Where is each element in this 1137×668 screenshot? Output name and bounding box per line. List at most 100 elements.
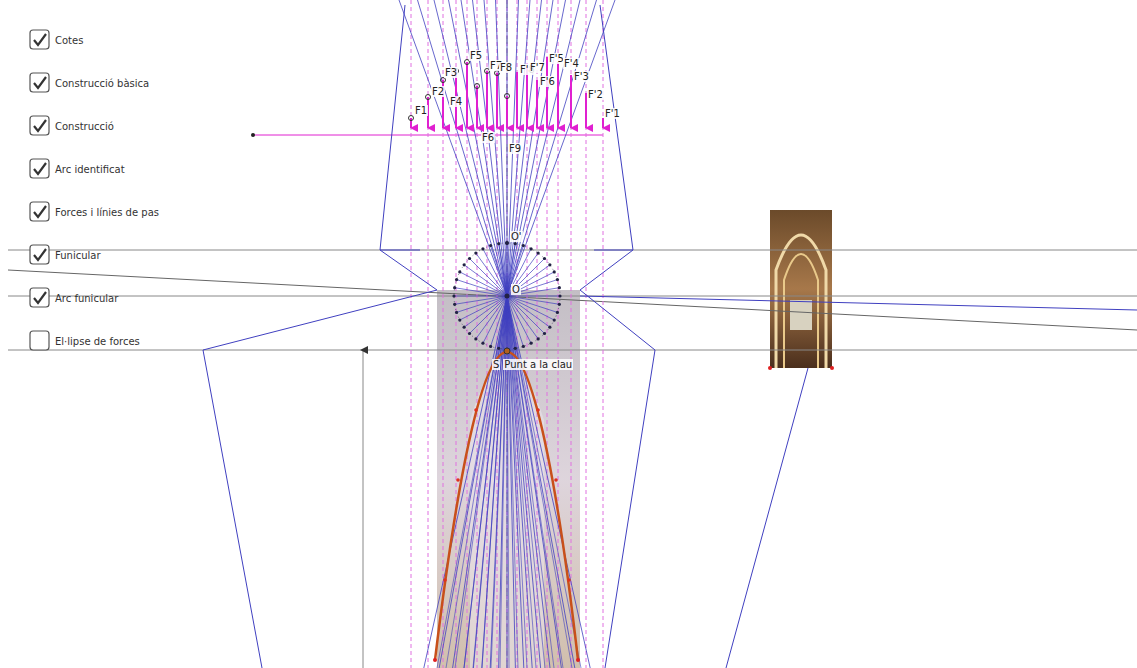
construction-line bbox=[507, 246, 523, 296]
circle-point bbox=[556, 278, 559, 281]
checkbox bbox=[30, 288, 49, 307]
force-point bbox=[475, 84, 480, 89]
force-point bbox=[441, 78, 446, 83]
construction-line bbox=[437, 296, 507, 668]
construction-line bbox=[464, 265, 507, 296]
checkmark bbox=[34, 249, 46, 260]
construction-line bbox=[476, 253, 507, 296]
point-label: S bbox=[492, 359, 500, 370]
construction-line bbox=[507, 296, 515, 348]
construction-line bbox=[507, 249, 531, 296]
checkmark bbox=[34, 206, 46, 217]
construction-line bbox=[594, 250, 633, 251]
funicular-arch bbox=[435, 352, 578, 660]
construction-line bbox=[455, 296, 507, 668]
dashed-line bbox=[586, 0, 587, 668]
force-arrow bbox=[466, 62, 468, 128]
checkmark bbox=[34, 120, 46, 131]
point bbox=[251, 133, 255, 137]
construction-line bbox=[464, 296, 507, 668]
construction-line bbox=[484, 0, 507, 296]
construction-line bbox=[454, 296, 507, 297]
force-arrow bbox=[496, 73, 498, 128]
construction-line bbox=[380, 5, 405, 250]
construction-line bbox=[460, 272, 507, 296]
vault-photo bbox=[437, 290, 580, 668]
construction-line bbox=[449, 0, 508, 296]
small-photo bbox=[768, 210, 834, 370]
construction-line bbox=[580, 296, 1137, 310]
construction-line bbox=[507, 0, 615, 296]
force-circle bbox=[454, 243, 560, 349]
circle-point bbox=[548, 326, 551, 329]
checkmark bbox=[34, 34, 46, 45]
point bbox=[505, 241, 509, 245]
construction-line bbox=[380, 250, 420, 251]
checkbox bbox=[30, 73, 49, 92]
point-label: F5 bbox=[469, 50, 483, 61]
construction-line bbox=[203, 290, 437, 350]
point-label: F'4 bbox=[563, 58, 580, 69]
checkbox bbox=[30, 245, 49, 264]
checkbox-label: Cotes bbox=[55, 35, 83, 46]
force-arrow bbox=[526, 66, 528, 128]
construction-line bbox=[507, 296, 590, 668]
construction-line bbox=[507, 296, 560, 297]
force-point bbox=[426, 95, 431, 100]
checkbox-label: Construcció bbox=[55, 121, 114, 132]
construction-line bbox=[499, 244, 507, 296]
dashed-line bbox=[571, 0, 572, 668]
force-point bbox=[409, 116, 414, 121]
checkbox bbox=[30, 30, 49, 49]
construction-line bbox=[507, 0, 597, 296]
point-label: O' bbox=[510, 231, 523, 242]
force-arrow bbox=[410, 118, 412, 128]
construction-line bbox=[476, 296, 507, 339]
checkmark bbox=[34, 163, 46, 174]
construction-line bbox=[507, 296, 557, 312]
construction-line bbox=[457, 296, 507, 312]
circle-point bbox=[522, 345, 525, 348]
circle-point bbox=[452, 294, 455, 297]
dashed-line bbox=[507, 0, 508, 668]
construction-line bbox=[496, 0, 508, 296]
construction-line bbox=[457, 280, 507, 296]
key-point bbox=[504, 348, 510, 354]
construction-line bbox=[470, 296, 507, 333]
reference-line bbox=[363, 350, 364, 668]
construction-line bbox=[507, 296, 541, 668]
circle-point bbox=[468, 257, 471, 260]
checkbox-label: El·lipse de forces bbox=[55, 336, 140, 347]
construction-line bbox=[507, 296, 575, 668]
point-label: F'1 bbox=[604, 108, 621, 119]
point-label: F1 bbox=[414, 105, 428, 116]
force-arrow bbox=[516, 72, 518, 128]
construction-line bbox=[507, 296, 572, 668]
force-arrow bbox=[536, 80, 538, 128]
construction-line bbox=[507, 259, 544, 296]
circle-point bbox=[522, 244, 525, 247]
construction-line bbox=[483, 296, 507, 343]
construction-lines bbox=[8, 0, 1137, 668]
arch-point bbox=[443, 578, 447, 582]
dashed-line bbox=[603, 0, 604, 668]
force-arrow bbox=[546, 57, 548, 128]
axis-line bbox=[507, 0, 508, 668]
circle-point bbox=[458, 318, 461, 321]
construction-line bbox=[203, 350, 262, 668]
construction-line bbox=[380, 250, 437, 290]
circle-point bbox=[529, 342, 532, 345]
circle-point bbox=[458, 270, 461, 273]
point-label: F3 bbox=[444, 67, 458, 78]
construction-line bbox=[507, 296, 538, 339]
arch-point bbox=[474, 408, 478, 412]
point-label: F'6 bbox=[539, 76, 556, 87]
dashed-line bbox=[443, 0, 444, 668]
point-label: F'3 bbox=[573, 71, 590, 82]
construction-line bbox=[580, 290, 655, 350]
construction-line bbox=[507, 0, 553, 296]
point bbox=[433, 658, 437, 662]
circle-point bbox=[455, 311, 458, 314]
